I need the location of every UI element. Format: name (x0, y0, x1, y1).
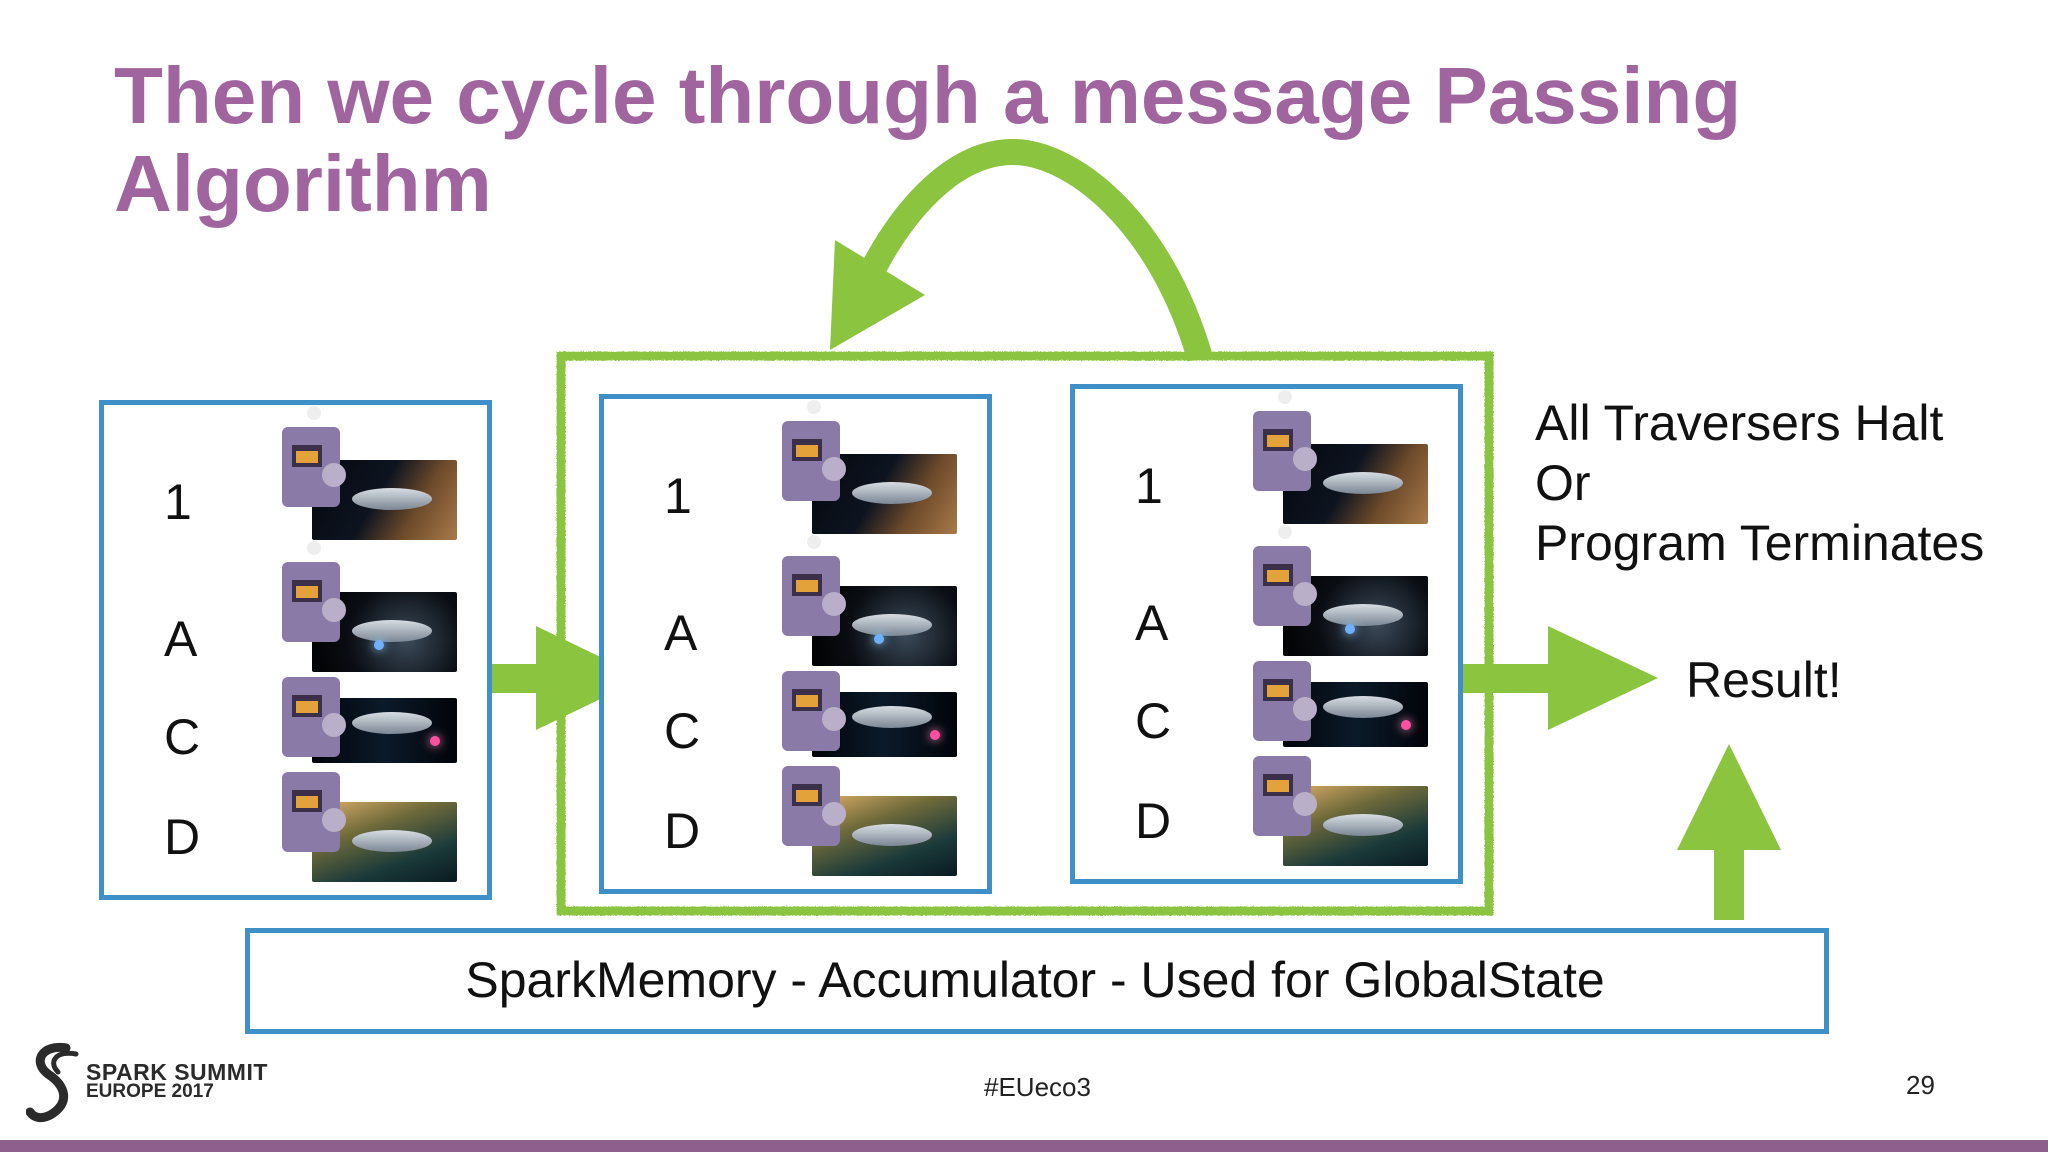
page-number: 29 (1906, 1070, 1935, 1100)
halt-condition-line-2: Or (1535, 455, 1591, 511)
halt-condition-line-3: Program Terminates (1535, 515, 1985, 571)
traverser-mascot-icon (282, 772, 346, 852)
traverser-mascot-icon (1253, 756, 1317, 836)
vertex-label-c: C (164, 709, 201, 765)
traverser-mascot-icon (282, 406, 346, 507)
right-arrow-icon-2 (1446, 626, 1658, 730)
vertex-label-d: D (664, 803, 701, 859)
vertex-label-1: 1 (164, 474, 192, 530)
step-box-1: 1 A C D (99, 400, 492, 900)
step-box-2: 1 A C D (599, 394, 992, 894)
step-box-3: 1 A C D (1070, 384, 1463, 884)
slide-title: Then we cycle through a message Passing … (114, 52, 1814, 228)
vertex-label-1: 1 (664, 468, 692, 524)
traverser-mascot-icon (1253, 390, 1317, 491)
vertex-label-a: A (1135, 595, 1169, 651)
slide-title-line-2: Algorithm (114, 139, 492, 228)
halt-condition-text: All Traversers Halt Or Program Terminate… (1535, 393, 1984, 573)
traverser-mascot-icon (782, 535, 846, 636)
traverser-mascot-icon (1253, 661, 1317, 741)
traverser-mascot-icon (282, 677, 346, 757)
spark-memory-box (245, 928, 1829, 1034)
traverser-mascot-icon (1253, 525, 1317, 626)
loop-arrow-icon (858, 139, 1213, 362)
spark-summit-logo-icon (26, 1042, 79, 1123)
loop-arrow-head-icon (830, 240, 925, 350)
up-arrow-icon (1677, 744, 1781, 920)
spark-memory-label: SparkMemory - Accumulator - Used for Glo… (465, 952, 1605, 1008)
vertex-label-c: C (664, 703, 701, 759)
traverser-mascot-icon (782, 766, 846, 846)
footer-hashtag: #EUeco3 (984, 1072, 1091, 1102)
traverser-mascot-icon (782, 671, 846, 751)
result-label: Result! (1686, 652, 1842, 708)
right-arrow-icon-1 (432, 626, 644, 730)
vertex-label-d: D (164, 809, 201, 865)
vertex-label-1: 1 (1135, 458, 1163, 514)
iteration-frame (555, 350, 1493, 915)
vertex-label-a: A (664, 605, 698, 661)
slide-title-line-1: Then we cycle through a message Passing (114, 51, 1742, 140)
vertex-label-d: D (1135, 793, 1172, 849)
bottom-accent-bar (0, 1140, 2048, 1152)
vertex-label-a: A (164, 611, 198, 667)
traverser-mascot-icon (282, 541, 346, 642)
logo-line-2: EUROPE 2017 (86, 1081, 214, 1102)
logo-line-1: SPARK SUMMIT (86, 1059, 268, 1085)
traverser-mascot-icon (782, 400, 846, 501)
halt-condition-line-1: All Traversers Halt (1535, 395, 1944, 451)
vertex-label-c: C (1135, 693, 1172, 749)
starship-image (312, 460, 457, 540)
spark-summit-logo-text: SPARK SUMMIT EUROPE 2017 (86, 1059, 268, 1102)
